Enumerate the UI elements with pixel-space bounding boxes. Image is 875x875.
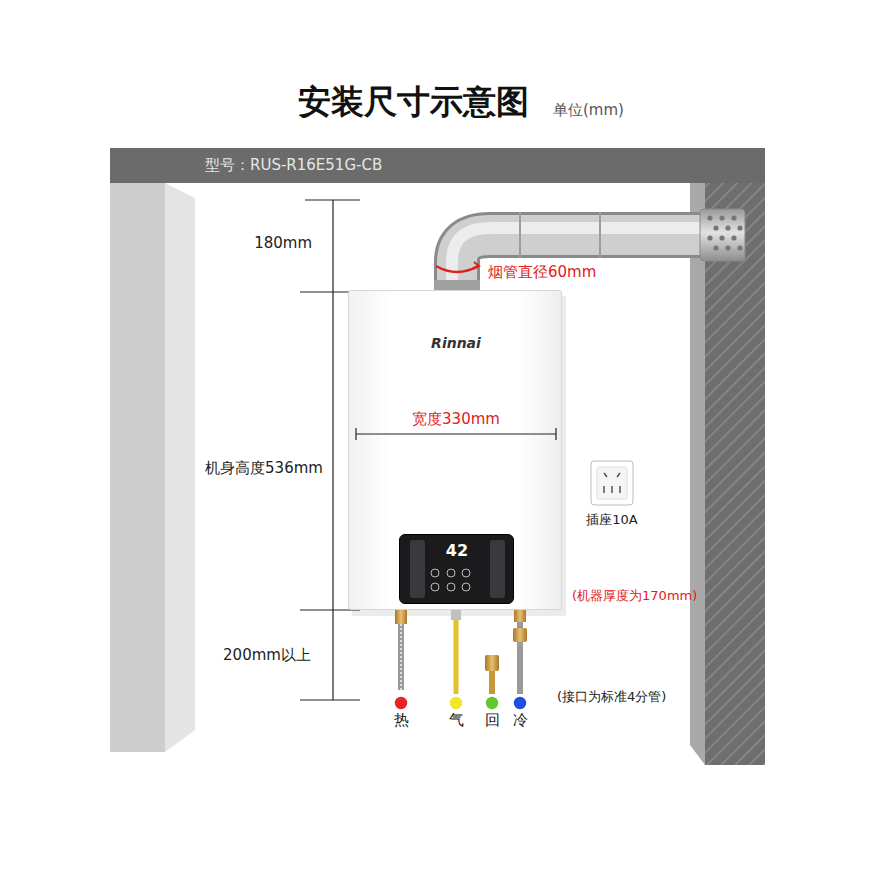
connection-pipes <box>400 624 402 690</box>
flue-pipe <box>457 235 705 292</box>
flue-pipe <box>719 215 724 220</box>
dimension-label: 机身高度536mm <box>205 459 323 477</box>
connection-pipes <box>513 628 527 642</box>
dimension-label: 180mm <box>254 234 312 252</box>
dimension-line <box>300 699 360 700</box>
connection-pipes <box>485 655 499 671</box>
connection-pipes <box>451 610 461 620</box>
panel-icons <box>431 583 439 591</box>
control-panel: 42 <box>399 534 514 604</box>
socket-icon <box>603 486 605 493</box>
flue-pipe <box>713 225 718 230</box>
note: (接口为标准4分管) <box>557 689 666 705</box>
connection-pipes <box>395 610 407 624</box>
socket-icon <box>619 486 621 493</box>
flue-pipe <box>731 235 736 240</box>
flue-pipe <box>434 209 745 292</box>
flue-pipe <box>599 212 601 258</box>
wall <box>705 183 765 765</box>
wall <box>110 148 765 183</box>
dimension-label: 烟管直径60mm <box>488 263 596 281</box>
temperature-display: 42 <box>446 541 468 560</box>
flue-pipe <box>457 235 705 292</box>
title: 安装尺寸示意图 <box>298 82 529 122</box>
wall <box>165 183 195 752</box>
width-dimension <box>356 428 556 440</box>
wall <box>690 183 705 765</box>
socket-icon <box>617 473 620 477</box>
socket-icon <box>591 461 633 505</box>
flue-pipe <box>731 215 736 220</box>
panel-icons <box>462 569 470 577</box>
socket-label: 插座10A <box>586 512 637 528</box>
flue-pipe <box>737 225 742 230</box>
flue-pipe <box>452 228 705 292</box>
socket-icon <box>591 461 633 505</box>
flue-pipe <box>707 215 742 250</box>
port-dot <box>449 696 463 710</box>
port-dot <box>394 696 408 710</box>
brand-logo: Rinnai <box>431 335 481 352</box>
flue-pipe <box>707 235 712 240</box>
width-dimension <box>355 428 356 440</box>
panel-icons <box>431 569 439 577</box>
note: (机器厚度为170mm) <box>572 588 697 604</box>
panel-icons <box>447 569 455 577</box>
flue-pipe <box>473 262 479 269</box>
connection-pipes <box>454 620 459 694</box>
wall <box>110 183 165 752</box>
width-label: 宽度330mm <box>412 410 500 428</box>
port-dot <box>513 696 527 710</box>
flue-pipe <box>737 245 742 250</box>
width-dimension <box>356 433 556 434</box>
socket-icon <box>604 473 607 477</box>
connection-pipes <box>489 671 495 694</box>
dimension-label: 200mm以上 <box>223 646 311 664</box>
flue-pipe <box>713 245 718 250</box>
port-dot <box>394 696 527 710</box>
wall <box>110 148 765 765</box>
port-label: 回 <box>485 711 500 729</box>
panel-icons <box>490 540 505 598</box>
socket-icon <box>597 467 627 499</box>
dimension-line <box>332 200 333 700</box>
flue-pipe <box>707 215 712 220</box>
connection-pipes <box>398 624 404 690</box>
unit-note: 单位(mm) <box>553 101 624 119</box>
port-dot <box>485 696 499 710</box>
model-number: 型号：RUS-R16E51G-CB <box>205 156 382 174</box>
panel-icons <box>462 583 470 591</box>
socket-icon <box>611 486 613 493</box>
connection-pipes <box>514 610 526 622</box>
panel-icons <box>410 540 505 598</box>
width-dimension <box>555 428 556 440</box>
connection-pipes <box>395 610 527 694</box>
flue-pipe <box>725 245 730 250</box>
port-label: 冷 <box>513 711 528 729</box>
port-label: 气 <box>449 711 464 729</box>
flue-pipe <box>725 225 730 230</box>
flue-pipe <box>719 235 724 240</box>
port-label: 热 <box>394 711 409 729</box>
water-heater: 42 Rinnai 宽度330mm <box>348 290 562 610</box>
flue-pipe <box>436 266 478 272</box>
flue-pipe <box>700 209 745 261</box>
flue-pipe <box>519 212 521 258</box>
dimension-line <box>305 199 360 200</box>
panel-icons <box>410 540 425 598</box>
panel-icons <box>447 583 455 591</box>
